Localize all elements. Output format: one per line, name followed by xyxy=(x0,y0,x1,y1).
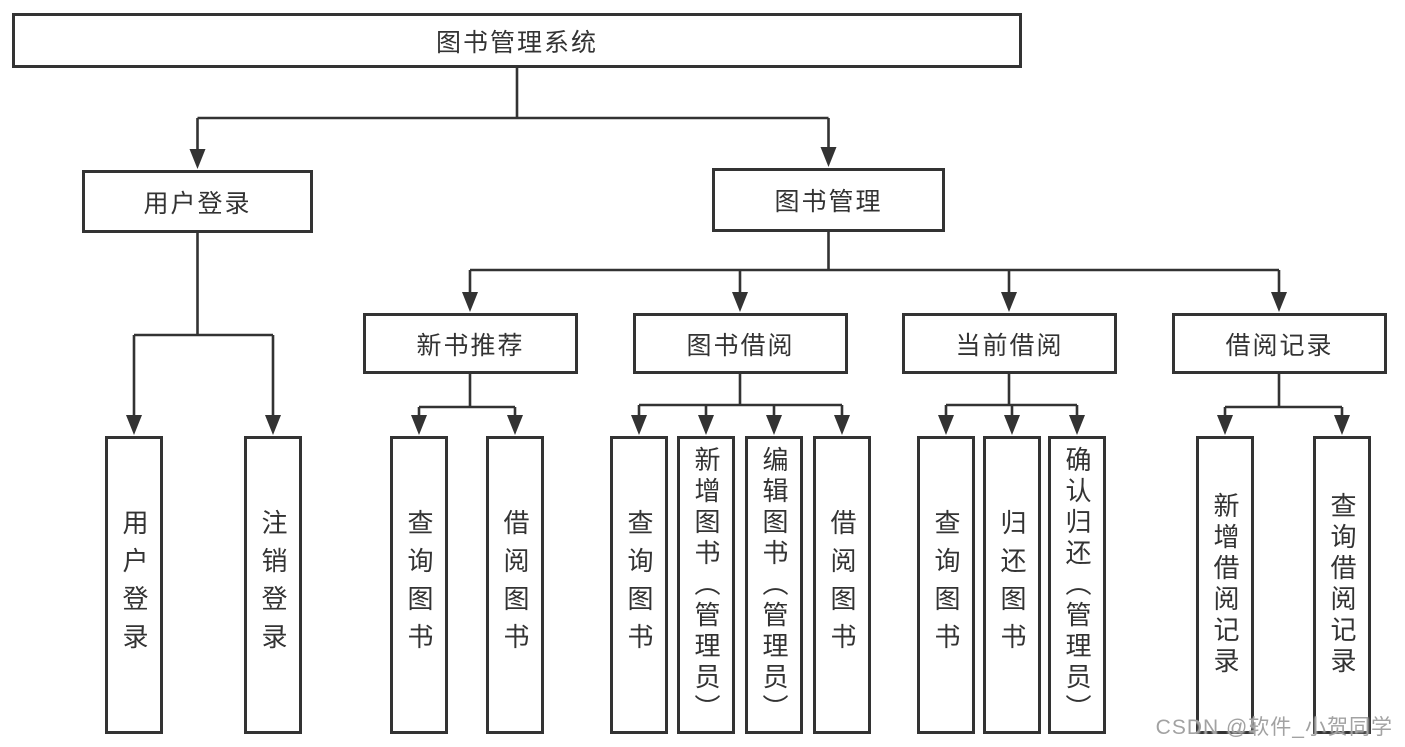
leaf-query-borrow-record: 查询借阅记录 xyxy=(1313,436,1371,734)
leaf-logout-login-label: 注销登录 xyxy=(258,509,288,661)
connector-book-borrow xyxy=(637,374,844,418)
leaf-query-books-current-label: 查询图书 xyxy=(931,509,961,661)
connector-root xyxy=(196,67,830,152)
node-current-borrow-label: 当前借阅 xyxy=(955,331,1064,360)
leaf-query-borrow-record-label: 查询借阅记录 xyxy=(1327,492,1357,678)
leaf-return-books-label: 归还图书 xyxy=(997,509,1027,661)
leaf-add-books-admin-label: 新增图书（管理员） xyxy=(691,445,721,725)
leaf-add-borrow-record-label: 新增借阅记录 xyxy=(1210,492,1240,678)
node-new-book-recommend: 新书推荐 xyxy=(363,313,578,374)
leaf-query-books-borrow-label: 查询图书 xyxy=(624,509,654,661)
connector-borrow-records xyxy=(1223,374,1344,418)
node-user-login: 用户登录 xyxy=(82,170,313,233)
leaf-query-books-current: 查询图书 xyxy=(917,436,975,734)
leaf-edit-books-admin-label: 编辑图书（管理员） xyxy=(759,445,789,725)
node-current-borrow: 当前借阅 xyxy=(902,313,1117,374)
leaf-add-books-admin: 新增图书（管理员） xyxy=(677,436,735,734)
connector-book-management xyxy=(468,232,1281,296)
node-book-borrow: 图书借阅 xyxy=(633,313,848,374)
leaf-confirm-return-admin: 确认归还（管理员） xyxy=(1048,436,1106,734)
node-book-borrow-label: 图书借阅 xyxy=(686,331,795,360)
node-borrow-records: 借阅记录 xyxy=(1172,313,1387,374)
arrowheads xyxy=(126,147,1350,435)
leaf-query-books-borrow: 查询图书 xyxy=(610,436,668,734)
leaf-borrow-books-borrow-label: 借阅图书 xyxy=(827,509,857,661)
leaf-query-books-recommend: 查询图书 xyxy=(390,436,448,734)
node-library-system-label: 图书管理系统 xyxy=(435,28,598,57)
leaf-user-login-label: 用户登录 xyxy=(119,509,149,661)
leaf-borrow-books-borrow: 借阅图书 xyxy=(813,436,871,734)
node-library-system: 图书管理系统 xyxy=(12,13,1022,68)
leaf-borrow-books-recommend-label: 借阅图书 xyxy=(500,509,530,661)
csdn-watermark: CSDN @软件_小贺同学 xyxy=(1155,716,1393,739)
leaf-return-books: 归还图书 xyxy=(983,436,1041,734)
node-book-management: 图书管理 xyxy=(712,168,945,232)
connector-new-book-recommend xyxy=(417,374,517,418)
node-borrow-records-label: 借阅记录 xyxy=(1225,331,1334,360)
node-user-login-label: 用户登录 xyxy=(143,189,252,218)
leaf-edit-books-admin: 编辑图书（管理员） xyxy=(745,436,803,734)
node-book-management-label: 图书管理 xyxy=(774,188,883,216)
leaf-confirm-return-admin-label: 确认归还（管理员） xyxy=(1062,445,1092,725)
leaf-borrow-books-recommend: 借阅图书 xyxy=(486,436,544,734)
leaf-user-login: 用户登录 xyxy=(105,436,163,734)
node-new-book-recommend-label: 新书推荐 xyxy=(416,331,525,360)
leaf-logout-login: 注销登录 xyxy=(244,436,302,734)
leaf-query-books-recommend-label: 查询图书 xyxy=(404,509,434,661)
leaf-add-borrow-record: 新增借阅记录 xyxy=(1196,436,1254,734)
connector-user-login xyxy=(132,233,275,418)
connector-current-borrow xyxy=(944,374,1079,418)
